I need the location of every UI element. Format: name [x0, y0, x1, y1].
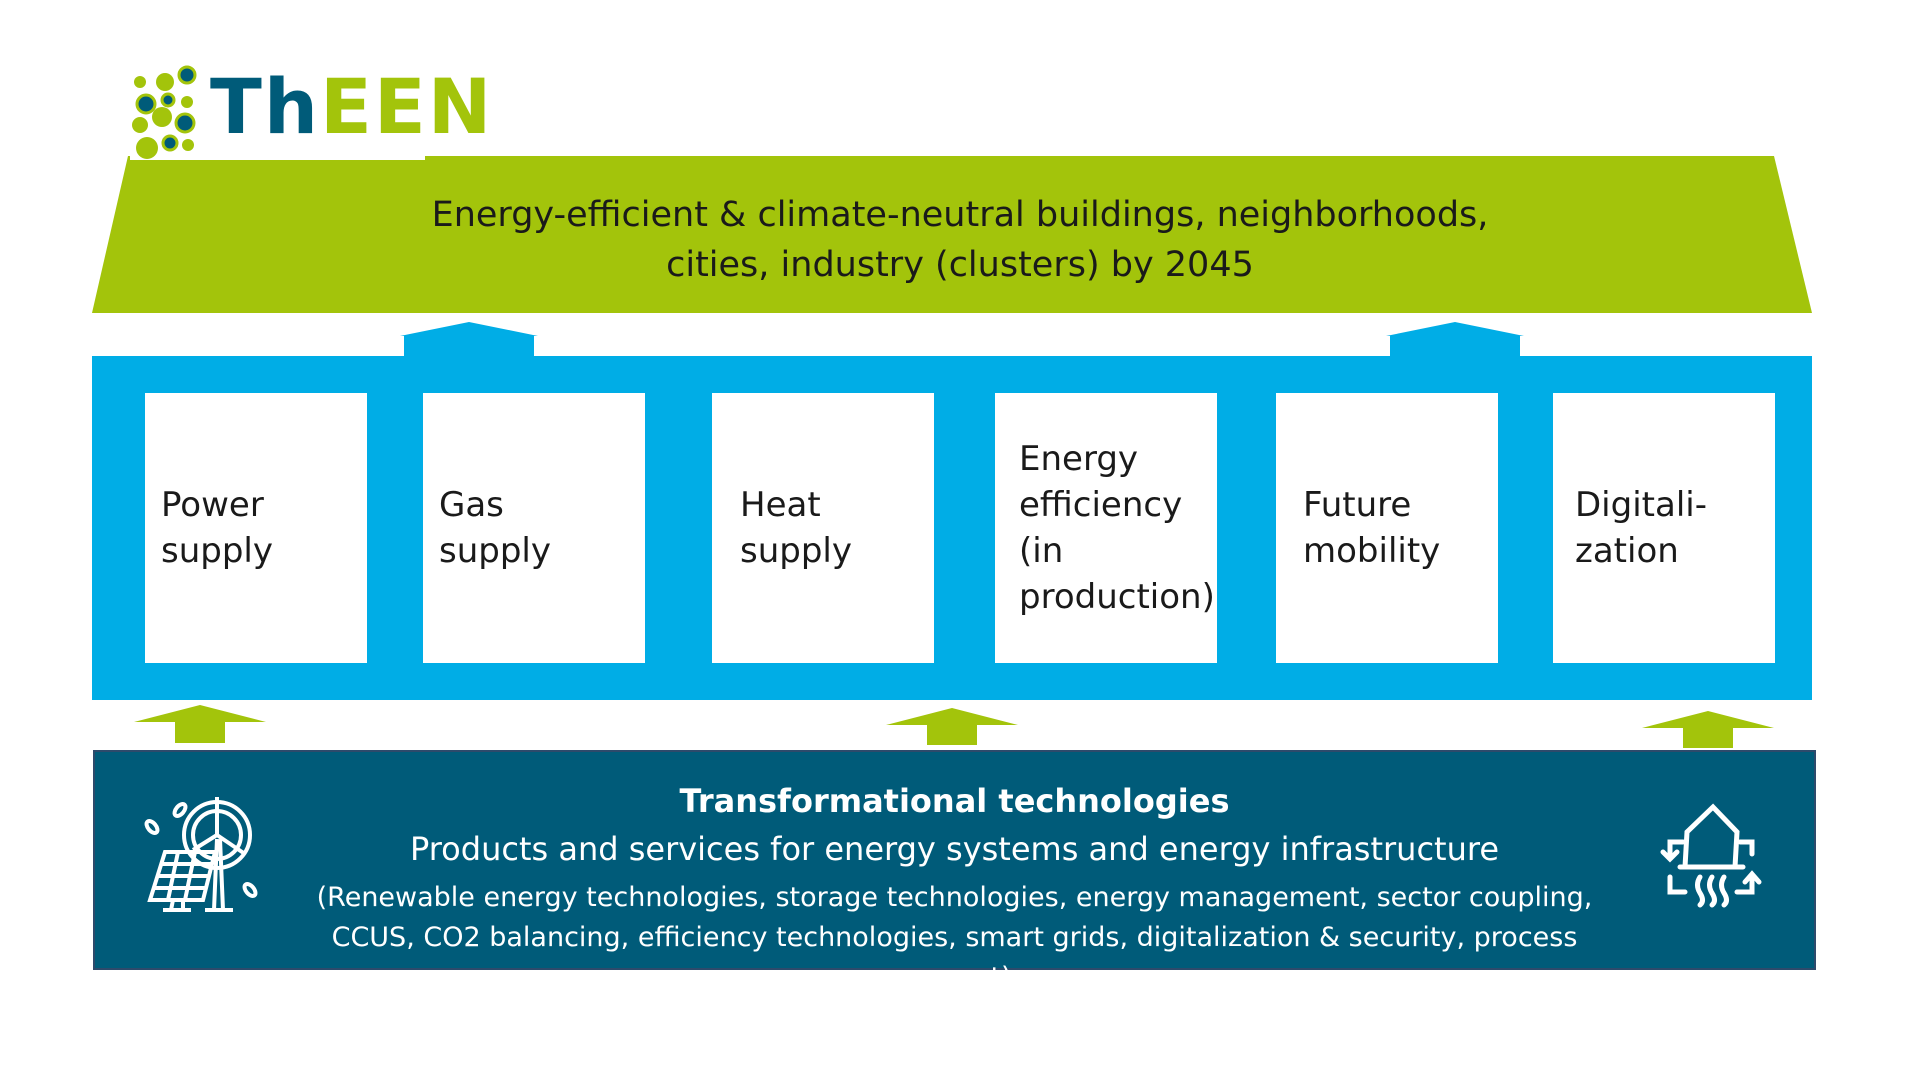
pillar-gas-supply: Gas supply	[423, 393, 645, 663]
pillars-band	[92, 356, 1812, 700]
pillar-label: Future mobility	[1303, 485, 1441, 571]
up-arrow	[134, 705, 266, 743]
goal-text: Energy-efficient & climate-neutral build…	[200, 190, 1720, 290]
up-arrow	[886, 708, 1018, 745]
logo-text-een: EEN	[319, 62, 494, 151]
pillar-heat-supply: Heat supply	[712, 393, 934, 663]
goal-line-1: Energy-efficient & climate-neutral build…	[431, 195, 1489, 235]
theen-logo: ThEEN	[130, 60, 491, 160]
logo-text: ThEEN	[210, 62, 493, 151]
transformational-technologies-box: Transformational technologies Products a…	[93, 750, 1816, 993]
solar-wind-icon	[144, 797, 258, 912]
up-arrow	[400, 322, 538, 356]
base-details: (Renewable energy technologies, storage …	[316, 882, 1593, 993]
goal-roof	[92, 156, 1812, 313]
pillar-label: Gas supply	[439, 485, 551, 571]
pillar-power-supply: Power supply	[145, 393, 367, 663]
up-arrow	[1642, 711, 1774, 748]
pillar-label: Power supply	[161, 485, 273, 571]
pillar-digitalization: Digitali- zation	[1553, 393, 1775, 663]
logo-molecule-icon	[132, 65, 197, 159]
pillar-label: Digitali- zation	[1575, 485, 1707, 571]
pillar-energy-efficiency: Energy efficiency (in production)	[995, 393, 1217, 663]
house-energy-cycle-icon	[1660, 803, 1762, 908]
pillar-label: Heat supply	[740, 485, 852, 571]
pillar-label: Energy efficiency (in production)	[1019, 439, 1215, 617]
pillar-future-mobility: Future mobility	[1276, 393, 1498, 663]
logo-text-th: Th	[210, 62, 320, 151]
blue-up-arrows	[400, 322, 1524, 356]
base-subtitle: Products and services for energy systems…	[409, 830, 1500, 868]
base-title: Transformational technologies	[679, 782, 1230, 820]
goal-line-2: cities, industry (clusters) by 2045	[666, 245, 1254, 285]
green-up-arrows	[134, 705, 1774, 748]
up-arrow	[1386, 322, 1524, 356]
